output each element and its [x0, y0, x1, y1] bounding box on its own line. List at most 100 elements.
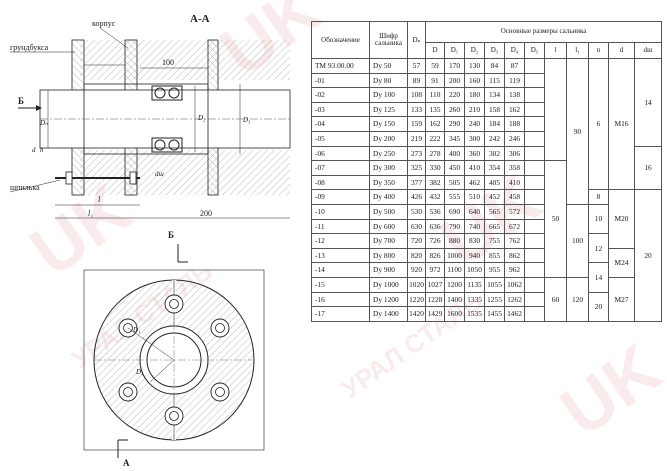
cell-d4: 119 [504, 72, 525, 89]
cell-designation: -02 [311, 87, 370, 103]
cell-cipher: Dу 1400 [369, 306, 408, 322]
label-body: корпус [92, 19, 116, 28]
cell-d3: 755 [484, 233, 505, 249]
cell-d: 135 [425, 101, 445, 118]
cell-cipher: Dу 500 [369, 203, 408, 220]
cell-d2: 640 [464, 203, 485, 220]
view-a-label: А [123, 458, 130, 468]
cell-cipher: Dу 150 [369, 116, 408, 132]
dim-d3: D₃ [242, 116, 251, 124]
cell-d5 [524, 233, 545, 249]
cell-l1: 120 [566, 276, 589, 322]
cell-designation: -13 [311, 247, 370, 264]
cell-d1: 1600 [444, 306, 465, 322]
cell-d4: 162 [504, 101, 525, 118]
cell-designation: -14 [311, 262, 370, 278]
cell-dn: 133 [407, 101, 426, 118]
cell-d1: 170 [444, 58, 465, 74]
label-gland: грундбукса [10, 43, 49, 52]
nut-left [65, 171, 73, 185]
col-l1: l₁ [566, 41, 589, 60]
cell-d3: 302 [484, 145, 505, 162]
dim-100: 100 [162, 58, 174, 67]
cell-dsh: 16 [633, 145, 663, 191]
cell-dn: 630 [407, 218, 426, 235]
cell-d1: 200 [444, 72, 465, 89]
cell-cipher: Dу 350 [369, 174, 408, 191]
cell-d: 382 [425, 174, 445, 191]
col-dd: d [608, 41, 635, 60]
cell-d2: 1135 [464, 276, 485, 293]
cell-d5 [524, 58, 545, 74]
cell-d4: 1462 [504, 306, 525, 322]
cell-dn: 920 [407, 262, 426, 278]
wall-bottom [80, 150, 290, 195]
cell-cipher: Dу 125 [369, 101, 408, 118]
cell-d2: 160 [464, 72, 485, 89]
cell-d2: 1050 [464, 262, 485, 278]
cell-d: 432 [425, 189, 445, 205]
cell-d2: 360 [464, 145, 485, 162]
cell-d1: 505 [444, 174, 465, 191]
cell-dn: 89 [407, 72, 426, 89]
cell-d1: 220 [444, 87, 465, 103]
cell-d3: 452 [484, 189, 505, 205]
cell-d5 [524, 218, 545, 235]
col-d1: D₁ [444, 41, 465, 60]
cell-d4: 410 [504, 174, 525, 191]
col-main-dims: Основные размеры сальника [424, 21, 663, 43]
cell-d5 [524, 145, 545, 162]
wall-top [80, 40, 290, 80]
cell-d: 726 [425, 233, 445, 249]
cell-d: 330 [425, 160, 445, 176]
cell-l1: 90 [566, 58, 589, 205]
cell-n: 8 [588, 189, 609, 205]
cell-dd: M20 [608, 189, 635, 249]
watermark-logo: UK [546, 329, 667, 451]
cell-d4: 306 [504, 145, 525, 162]
cell-d: 1228 [425, 291, 445, 308]
cell-d2: 240 [464, 116, 485, 132]
cell-d5 [524, 72, 545, 89]
cell-dsh: 20 [633, 189, 663, 322]
cell-d4: 358 [504, 160, 525, 176]
cell-l1: 100 [566, 203, 589, 278]
cell-d3: 115 [484, 72, 505, 89]
cell-d5 [524, 203, 545, 220]
cell-d2: 210 [464, 101, 485, 118]
col-n: n [588, 41, 609, 60]
cell-cipher: Dу 200 [369, 130, 408, 147]
cell-d: 110 [425, 87, 445, 103]
cell-d3: 1055 [484, 276, 505, 293]
cell-n: 20 [588, 291, 609, 322]
cell-d3: 855 [484, 247, 505, 264]
cell-d4: 762 [504, 233, 525, 249]
cell-n: 6 [588, 57, 609, 191]
cell-designation: -01 [311, 72, 370, 89]
cell-n: 10 [588, 203, 609, 235]
cell-d3: 565 [484, 203, 505, 220]
cell-l: 50 [544, 160, 567, 278]
cell-d1: 555 [444, 189, 465, 205]
cell-l: 60 [544, 276, 567, 322]
cell-d2: 940 [464, 247, 485, 264]
cell-dn: 530 [407, 203, 426, 220]
cell-dn: 273 [407, 145, 426, 162]
cell-cipher: Dу 300 [369, 160, 408, 176]
cell-designation: -17 [311, 306, 370, 322]
cell-dn: 325 [407, 160, 426, 176]
cell-d4: 1262 [504, 291, 525, 308]
cell-d4: 1062 [504, 276, 525, 293]
bolt [164, 406, 184, 426]
section-marker-b: Б [18, 96, 24, 106]
cell-cipher: Dу 800 [369, 247, 408, 264]
col-d: D [425, 41, 445, 60]
dim-d: d [32, 146, 36, 154]
cell-d5 [524, 189, 545, 205]
cell-n: 14 [588, 262, 609, 293]
